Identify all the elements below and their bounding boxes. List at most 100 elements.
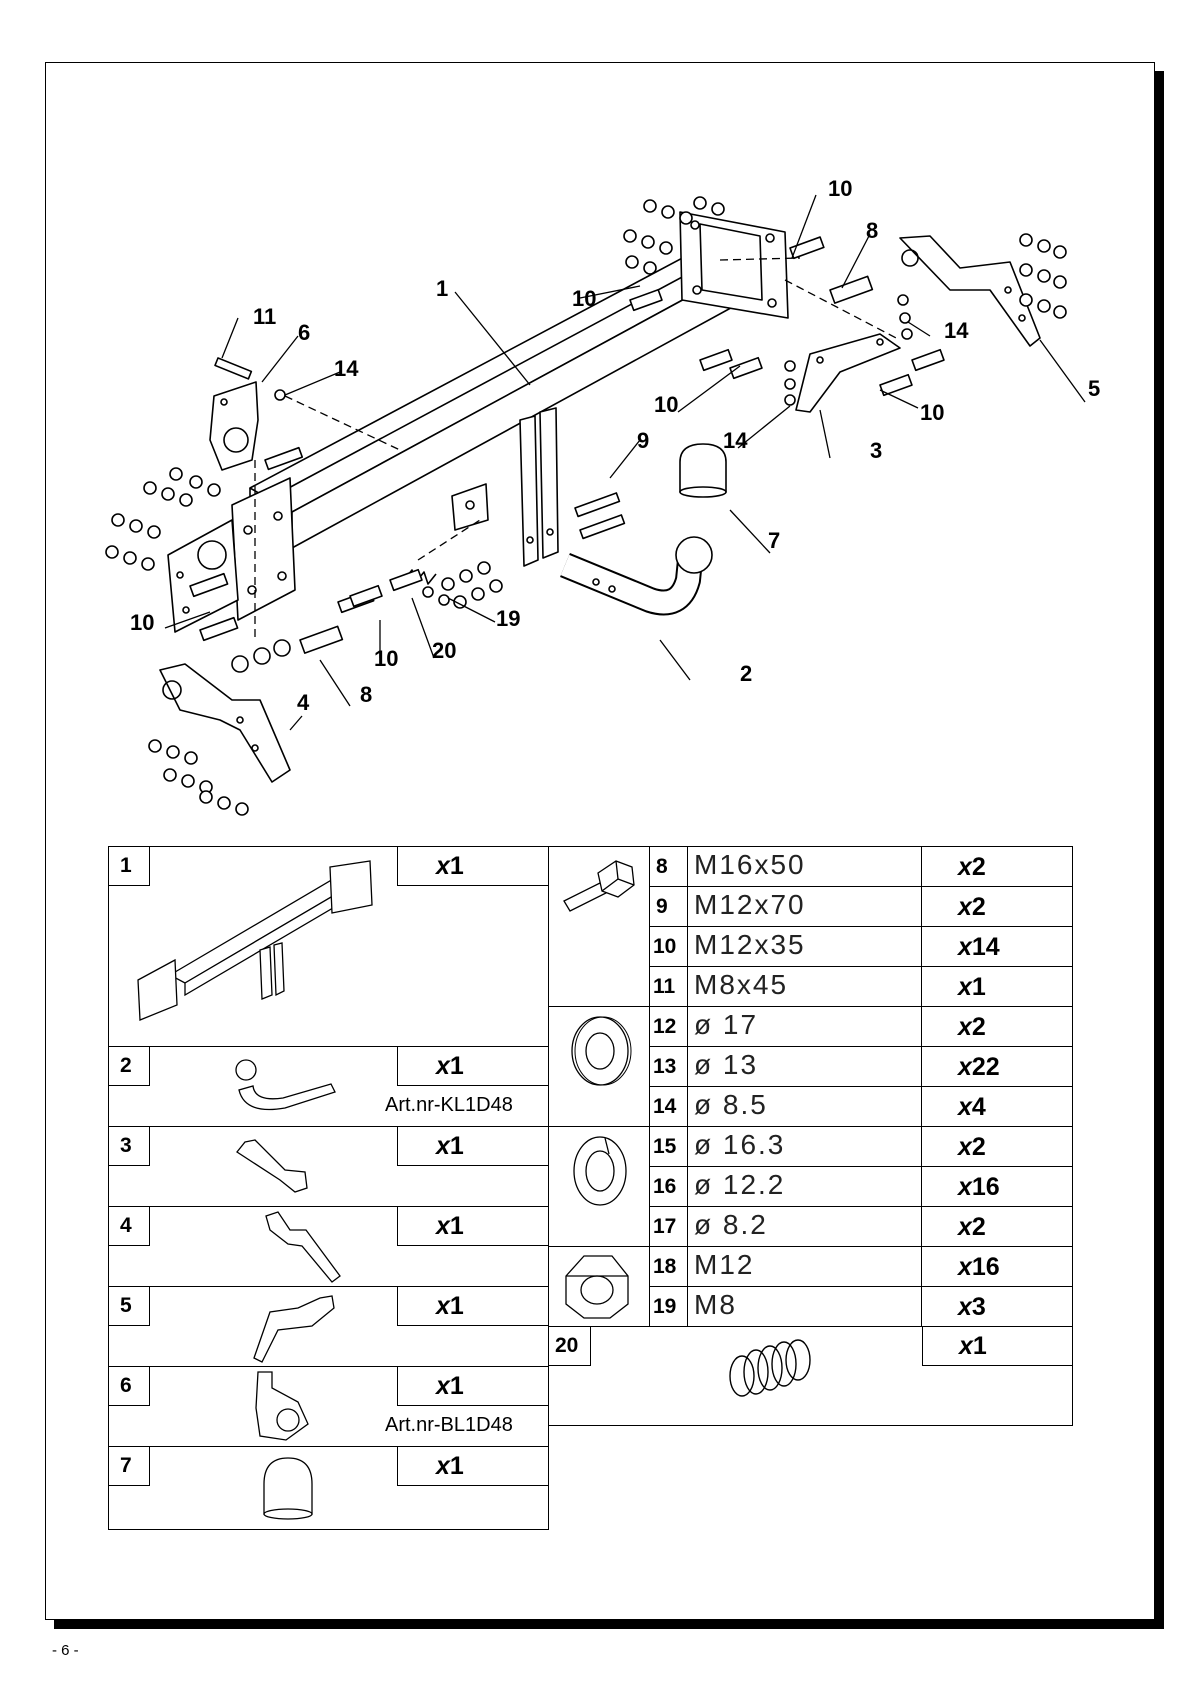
part-14-spec: ø 8.5	[688, 1086, 922, 1126]
callout-label: 6	[298, 320, 311, 345]
callout-label: 10	[654, 392, 679, 417]
part-17-number: 17	[650, 1206, 688, 1246]
part-2-article-number: Art.nr-KL1D48	[385, 1094, 513, 1116]
callout-label: 3	[870, 438, 883, 463]
part-6-article-number: Art.nr-BL1D48	[385, 1414, 513, 1436]
callout-label: 11	[253, 304, 277, 329]
part-20-cell	[549, 1326, 1073, 1426]
part-11-spec: M8x45	[688, 966, 922, 1006]
callout-label: 9	[637, 428, 650, 453]
part-12-number: 12	[650, 1006, 688, 1046]
callout-label: 5	[1088, 376, 1101, 401]
part-11-quantity: x1	[922, 966, 1073, 1006]
part-7-quantity: x1	[397, 1446, 549, 1486]
part-15-quantity: x2	[922, 1126, 1073, 1166]
part-20-number: 20	[549, 1326, 591, 1366]
part-17-quantity: x2	[922, 1206, 1073, 1246]
part-10-quantity: x14	[922, 926, 1073, 966]
callout-label: 10	[828, 176, 853, 201]
bolt-icon-cell	[549, 846, 650, 1006]
part-9-number: 9	[650, 886, 688, 926]
socket-plate-part	[209, 381, 259, 471]
page-number: - 6 -	[52, 1642, 79, 1659]
part-18-number: 18	[650, 1246, 688, 1286]
callout-label: 10	[374, 646, 399, 671]
callout-label: 20	[432, 638, 457, 663]
left-bracket-part	[159, 663, 291, 783]
part-19-quantity: x3	[922, 1286, 1073, 1326]
ball-cap-thumbnail	[263, 1457, 313, 1520]
part-14-number: 14	[650, 1086, 688, 1126]
socket-plate-thumbnail	[255, 1371, 309, 1441]
part-6-image-cell	[108, 1366, 549, 1446]
part-1-image-cell	[108, 846, 549, 1046]
part-9-spec: M12x70	[688, 886, 922, 926]
callout-label: 4	[297, 690, 310, 715]
washer-icon	[571, 1016, 632, 1086]
part-15-spec: ø 16.3	[688, 1126, 922, 1166]
part-18-quantity: x16	[922, 1246, 1073, 1286]
part-10-number: 10	[650, 926, 688, 966]
part-8-quantity: x2	[922, 846, 1073, 886]
part-16-spec: ø 12.2	[688, 1166, 922, 1206]
tow-ball-part	[560, 536, 713, 616]
bracket-3-thumbnail	[236, 1139, 308, 1193]
part-12-quantity: x2	[922, 1006, 1073, 1046]
bolts-group	[189, 236, 945, 654]
callout-label: 10	[572, 286, 597, 311]
part-13-spec: ø 13	[688, 1046, 922, 1086]
part-14-quantity: x4	[922, 1086, 1073, 1126]
part-19-spec: M8	[688, 1286, 922, 1326]
part-17-spec: ø 8.2	[688, 1206, 922, 1246]
callout-label: 19	[496, 606, 521, 631]
callout-label: 10	[920, 400, 945, 425]
nuts-washers-group	[105, 196, 1067, 816]
part-13-quantity: x22	[922, 1046, 1073, 1086]
leader-lines	[164, 194, 1086, 731]
nut-icon	[565, 1255, 629, 1319]
part-16-quantity: x16	[922, 1166, 1073, 1206]
callout-label: 10	[130, 610, 155, 635]
part-1-quantity: x1	[397, 846, 549, 886]
part-12-spec: ø 17	[688, 1006, 922, 1046]
nut-icon-cell	[549, 1246, 650, 1326]
callout-label: 14	[723, 428, 748, 453]
bracket-5-thumbnail	[253, 1295, 335, 1363]
exploded-assembly-diagram	[105, 194, 1086, 816]
part-10-spec: M12x35	[688, 926, 922, 966]
part-5-quantity: x1	[397, 1286, 549, 1326]
part-3-image-cell	[108, 1126, 549, 1206]
part-19-number: 19	[650, 1286, 688, 1326]
part-18-spec: M12	[688, 1246, 922, 1286]
part-3-quantity: x1	[397, 1126, 549, 1166]
spring-icon	[729, 1339, 811, 1397]
crossbar-thumbnail	[137, 860, 373, 1021]
part-13-number: 13	[650, 1046, 688, 1086]
callout-label: 8	[866, 218, 879, 243]
part-7-number: 7	[108, 1446, 150, 1486]
ball-cap-part	[679, 443, 727, 498]
callout-label: 14	[334, 356, 359, 381]
assembly-lines	[254, 257, 901, 640]
part-4-quantity: x1	[397, 1206, 549, 1246]
part-16-number: 16	[650, 1166, 688, 1206]
part-2-number: 2	[108, 1046, 150, 1086]
part-7-image-cell	[108, 1446, 549, 1530]
washer-icon-cell	[549, 1006, 650, 1126]
callout-label: 14	[944, 318, 969, 343]
part-8-spec: M16x50	[688, 846, 922, 886]
bracket-4-thumbnail	[265, 1211, 341, 1283]
part-11-number: 11	[650, 966, 688, 1006]
spring-washer-icon-cell	[549, 1126, 650, 1246]
part-15-number: 15	[650, 1126, 688, 1166]
part-9-quantity: x2	[922, 886, 1073, 926]
part-8-number: 8	[650, 846, 688, 886]
callout-label: 1	[436, 276, 449, 301]
tow-ball-thumbnail	[235, 1059, 336, 1111]
part-6-quantity: x1	[397, 1366, 549, 1406]
callout-label: 7	[768, 528, 781, 553]
right-bracket-part	[899, 235, 1041, 347]
spring-washer-icon	[573, 1136, 627, 1206]
part-5-number: 5	[108, 1286, 150, 1326]
right-lower-bracket-part	[795, 333, 901, 413]
